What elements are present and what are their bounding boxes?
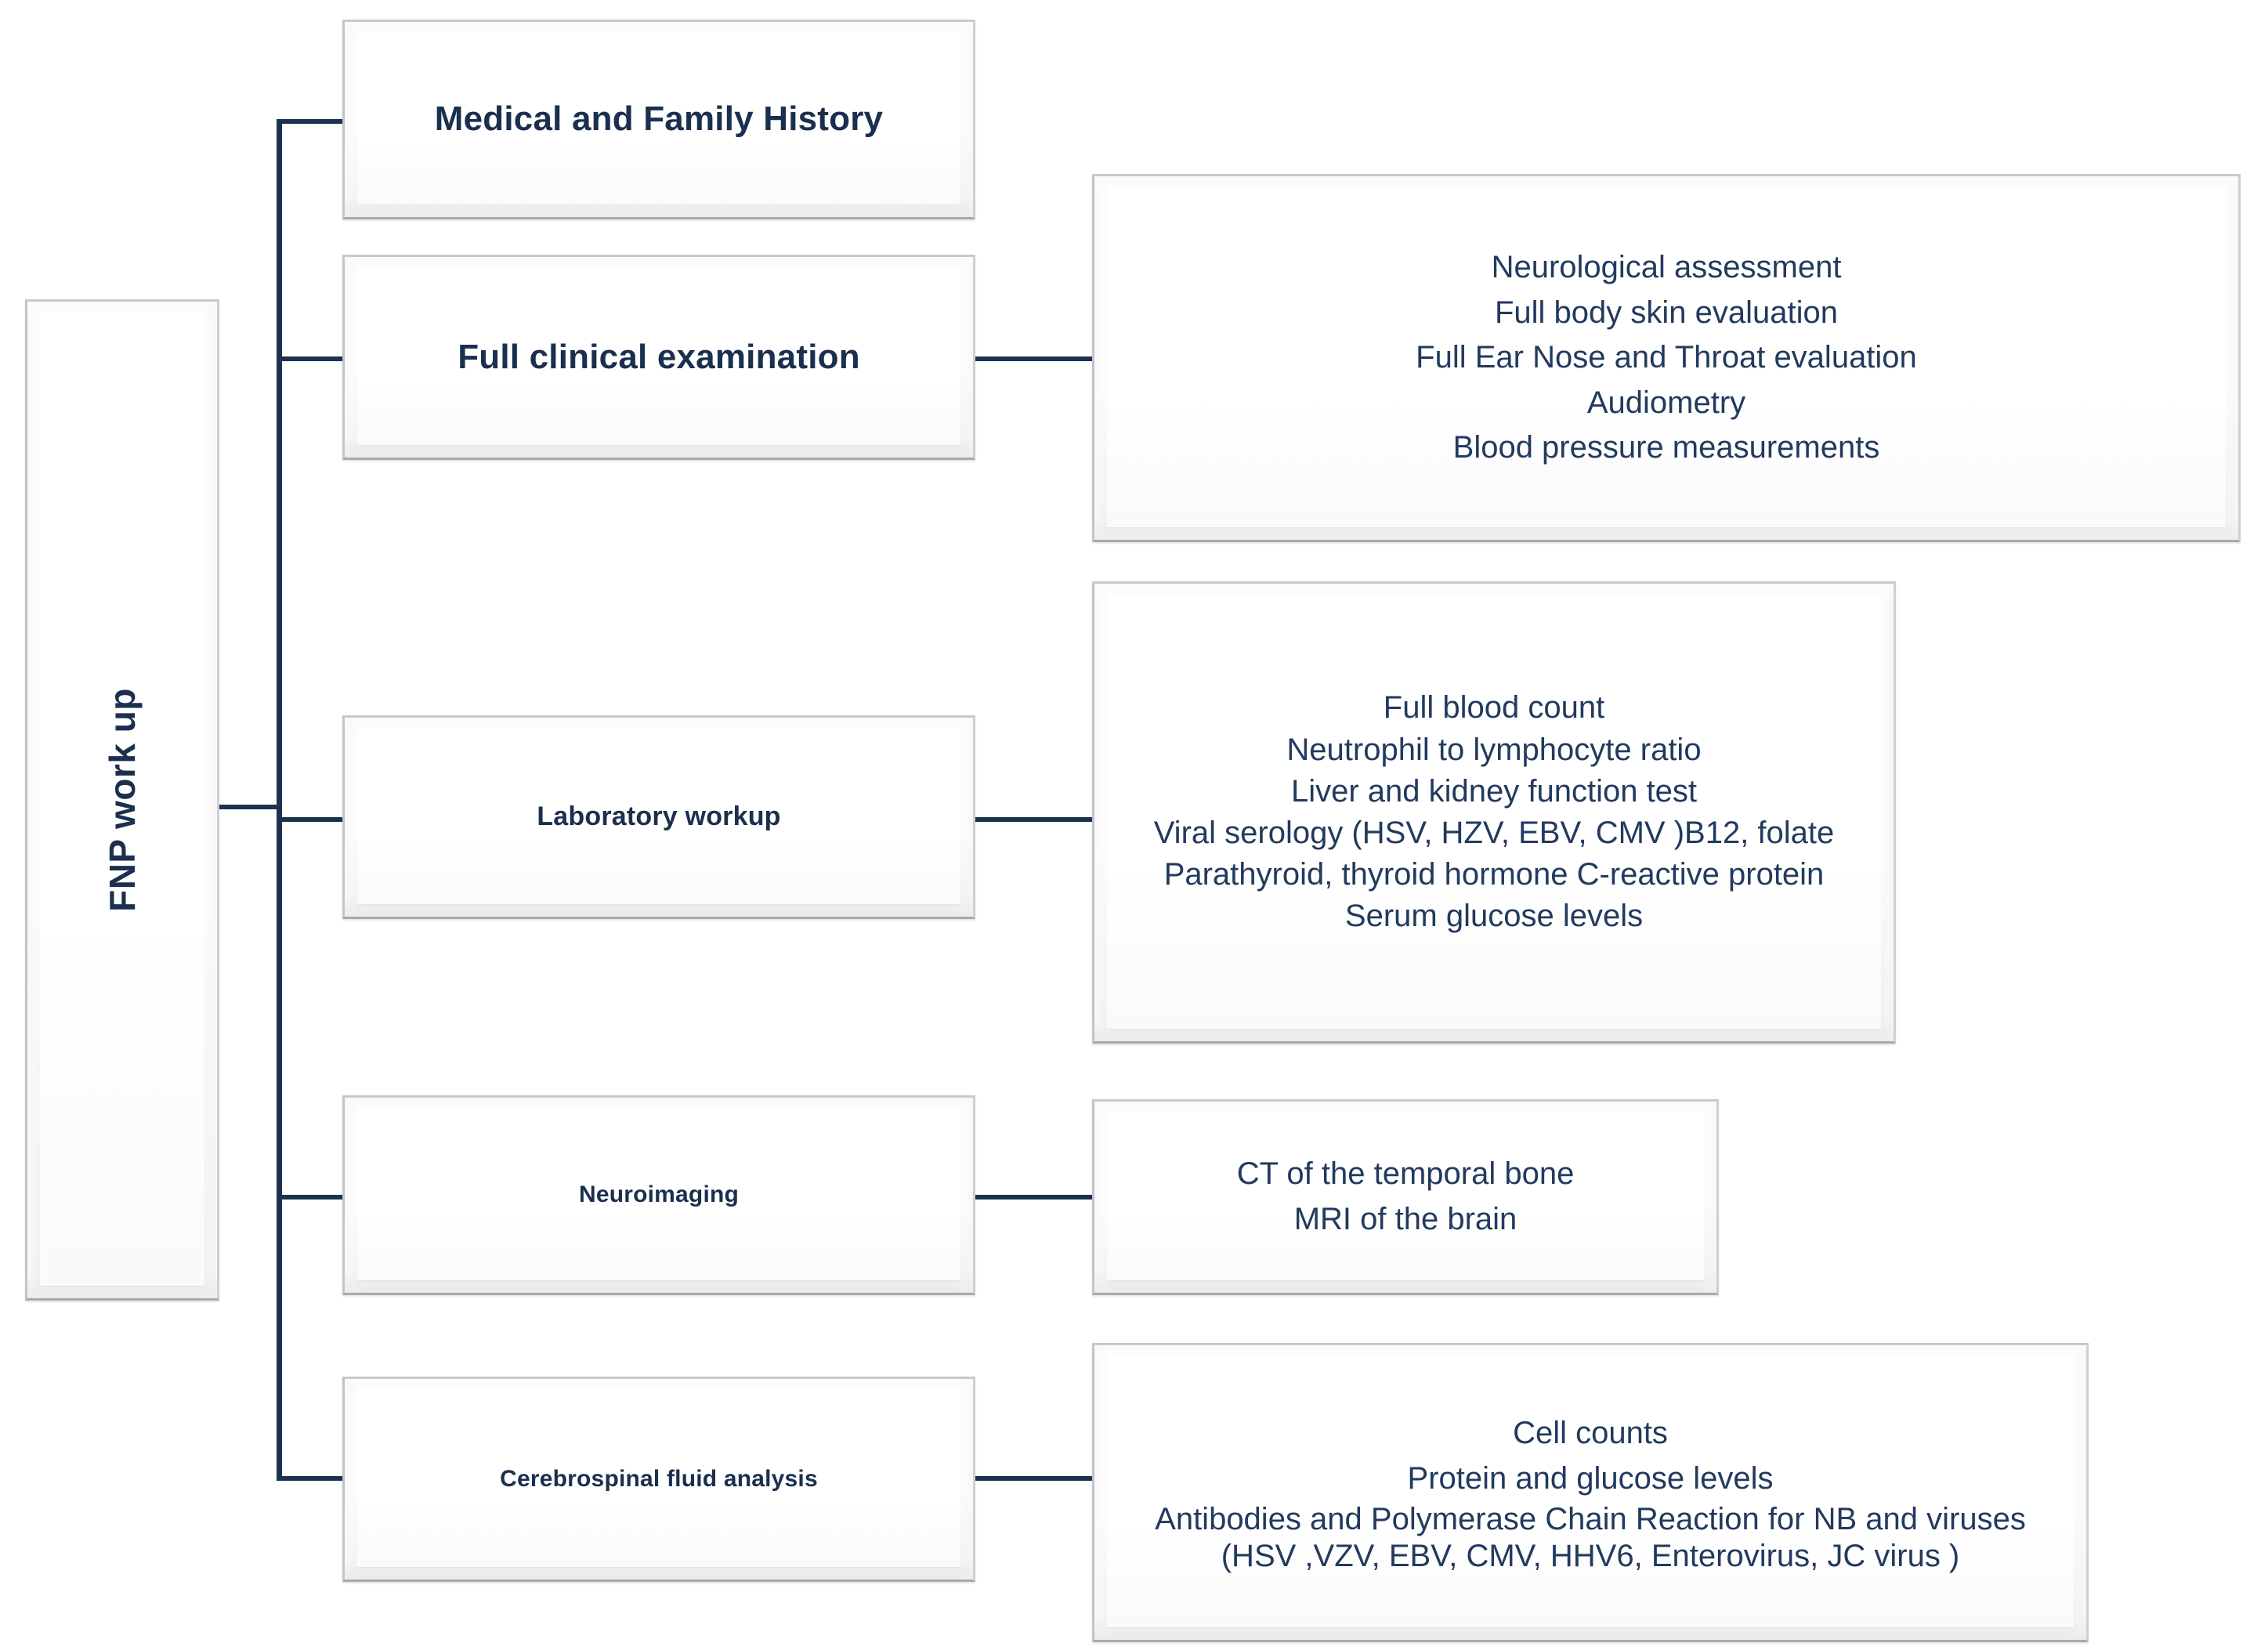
detail-list-neuroimaging: CT of the temporal bone MRI of the brain	[1094, 1152, 1716, 1242]
connector-branch-csf-analysis	[277, 1476, 344, 1481]
node-neuroimaging[interactable]: Neuroimaging	[342, 1095, 975, 1295]
node-lab-workup[interactable]: Laboratory workup	[342, 715, 975, 919]
detail-line: Antibodies and Polymerase Chain Reaction…	[1155, 1502, 2026, 1573]
detail-line: Parathyroid, thyroid hormone C-reactive …	[1163, 857, 1825, 892]
detail-line: Neurological assessment	[1491, 250, 1842, 285]
node-clinical-exam[interactable]: Full clinical examination	[342, 255, 975, 460]
detail-line: CT of the temporal bone	[1236, 1156, 1575, 1192]
connector-detail-lab-workup	[975, 817, 1093, 822]
connector-branch-neuroimaging	[277, 1195, 344, 1200]
root-node-fnp-work-up[interactable]: FNP work up	[25, 299, 219, 1301]
connector-detail-csf-analysis	[975, 1476, 1093, 1481]
connector-branch-lab-workup	[277, 817, 344, 822]
detail-box-clinical-exam[interactable]: Neurological assessment Full body skin e…	[1092, 174, 2241, 542]
detail-line: MRI of the brain	[1293, 1202, 1517, 1236]
detail-list-csf-analysis: Cell counts Protein and glucose levels A…	[1094, 1411, 2086, 1574]
connector-detail-clinical-exam	[975, 356, 1093, 361]
detail-line: Full blood count	[1383, 690, 1605, 725]
connector-branch-clinical-exam	[277, 356, 344, 361]
detail-line: Serum glucose levels	[1344, 899, 1644, 934]
node-medical-history-label: Medical and Family History	[434, 100, 884, 139]
detail-line: Blood pressure measurements	[1452, 430, 1880, 465]
connector-root-stub	[219, 805, 282, 809]
node-clinical-exam-label: Full clinical examination	[458, 337, 860, 376]
detail-line: Audiometry	[1586, 385, 1746, 420]
detail-line: Protein and glucose levels	[1407, 1460, 1774, 1496]
connector-trunk	[277, 119, 282, 1481]
detail-box-lab-workup[interactable]: Full blood count Neutrophil to lymphocyt…	[1092, 581, 1896, 1044]
connector-detail-neuroimaging	[975, 1195, 1093, 1200]
detail-line: Neutrophil to lymphocyte ratio	[1286, 732, 1702, 767]
detail-box-csf-analysis[interactable]: Cell counts Protein and glucose levels A…	[1092, 1343, 2089, 1642]
connector-branch-medical-history	[277, 119, 344, 124]
detail-line: Cell counts	[1513, 1416, 1668, 1451]
detail-line: Liver and kidney function test	[1290, 773, 1698, 809]
detail-line: Full Ear Nose and Throat evaluation	[1416, 340, 1917, 375]
root-node-label: FNP work up	[102, 688, 143, 912]
node-neuroimaging-label: Neuroimaging	[578, 1181, 740, 1208]
node-medical-history[interactable]: Medical and Family History	[342, 20, 975, 219]
node-lab-workup-label: Laboratory workup	[537, 801, 781, 832]
detail-list-clinical-exam: Neurological assessment Full body skin e…	[1094, 245, 2238, 471]
detail-list-lab-workup: Full blood count Neutrophil to lymphocyt…	[1094, 687, 1894, 937]
node-csf-analysis[interactable]: Cerebrospinal fluid analysis	[342, 1377, 975, 1582]
detail-line: Full body skin evaluation	[1494, 295, 1839, 330]
detail-box-neuroimaging[interactable]: CT of the temporal bone MRI of the brain	[1092, 1099, 1719, 1295]
node-csf-analysis-label: Cerebrospinal fluid analysis	[500, 1465, 818, 1492]
detail-line: Viral serology (HSV, HZV, EBV, CMV )B12,…	[1153, 816, 1835, 850]
